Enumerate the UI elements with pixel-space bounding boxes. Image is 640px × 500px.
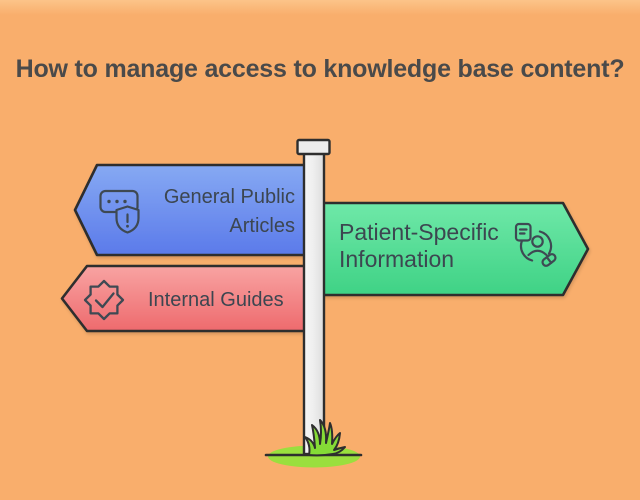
sign-label-line: Internal Guides (148, 289, 284, 311)
password-shield-icon (99, 189, 140, 234)
sign-label-internal-guides: Internal Guides (148, 287, 284, 314)
sign-label-line: Information (339, 246, 455, 272)
signpost-pole-cap (296, 138, 331, 156)
signpost-pole (302, 148, 326, 456)
page-title: How to manage access to knowledge base c… (15, 55, 625, 83)
patient-record-icon (514, 222, 557, 267)
sign-label-line: Articles (229, 215, 295, 237)
sign-label-patient-specific-information: Patient-Specific Information (339, 219, 499, 273)
sign-label-general-public-articles: General Public Articles (164, 183, 295, 241)
sign-label-line: Patient-Specific (339, 219, 499, 245)
approval-badge-icon (83, 279, 125, 321)
grass-tuft (304, 419, 346, 457)
sign-label-line: General Public (163, 186, 295, 208)
